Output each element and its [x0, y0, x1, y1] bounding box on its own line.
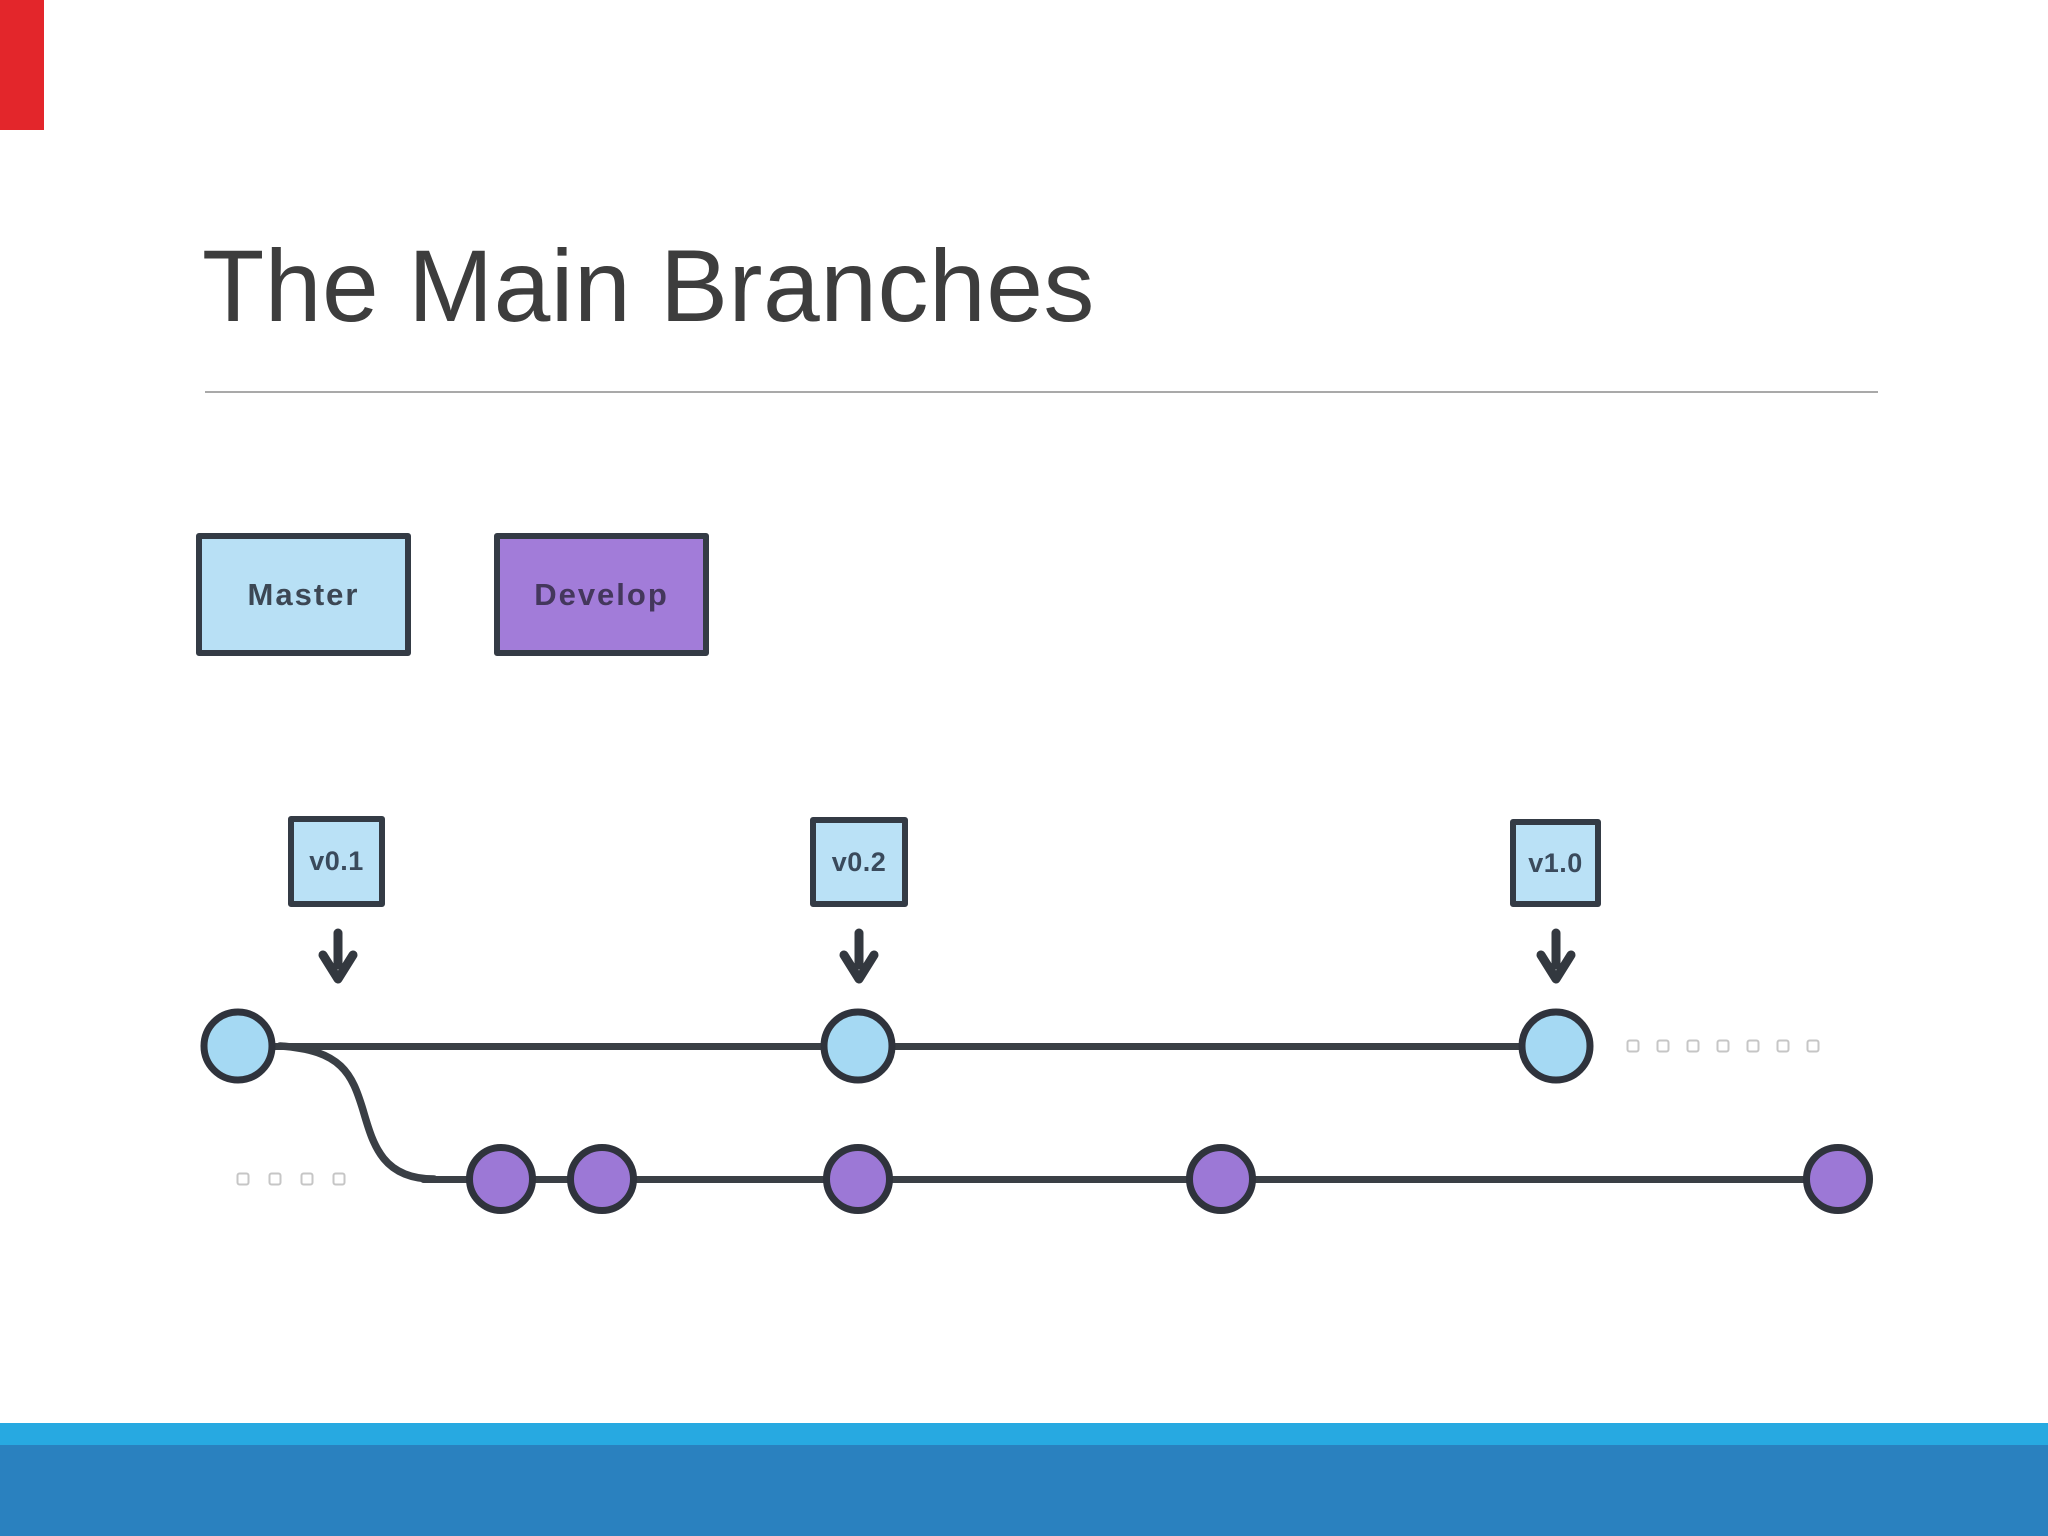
title-divider: [205, 391, 1878, 393]
legend-master-box: Master: [196, 533, 411, 656]
version-tag-v10: v1.0: [1510, 819, 1601, 907]
develop-leading-dot: [332, 1172, 346, 1186]
master-trailing-dot: [1716, 1039, 1730, 1053]
master-commit-node: [200, 1008, 276, 1084]
footer-band: [0, 1445, 2048, 1536]
develop-commit-node: [1803, 1144, 1873, 1214]
down-arrow-icon: [839, 928, 879, 984]
version-tag-v02-label: v0.2: [831, 846, 887, 877]
develop-leading-dot: [268, 1172, 282, 1186]
version-tag-v01: v0.1: [288, 816, 385, 907]
footer-accent-strip: [0, 1423, 2048, 1445]
legend-develop-label: Develop: [534, 576, 669, 612]
legend-develop-box: Develop: [494, 533, 709, 656]
branch-curve: [276, 1042, 438, 1183]
develop-line: [420, 1175, 1838, 1183]
master-commit-node: [820, 1008, 896, 1084]
version-tag-v10-label: v1.0: [1528, 847, 1583, 878]
master-commit-node: [1518, 1008, 1594, 1084]
red-accent-bar: [0, 0, 44, 130]
master-line: [238, 1042, 1556, 1050]
develop-commit-node: [1186, 1144, 1256, 1214]
develop-leading-dot: [236, 1172, 250, 1186]
master-trailing-dot: [1656, 1039, 1670, 1053]
develop-commit-node: [823, 1144, 893, 1214]
develop-commit-node: [466, 1144, 536, 1214]
slide-title: The Main Branches: [202, 229, 1095, 343]
master-trailing-dot: [1626, 1039, 1640, 1053]
version-tag-v01-label: v0.1: [309, 846, 364, 876]
develop-leading-dot: [300, 1172, 314, 1186]
down-arrow-icon: [318, 928, 358, 984]
down-arrow-icon: [1536, 928, 1576, 984]
master-trailing-dot: [1806, 1039, 1820, 1053]
master-trailing-dot: [1776, 1039, 1790, 1053]
version-tag-v02: v0.2: [810, 817, 908, 907]
master-trailing-dot: [1686, 1039, 1700, 1053]
master-trailing-dot: [1746, 1039, 1760, 1053]
legend-master-label: Master: [247, 576, 360, 612]
develop-commit-node: [567, 1144, 637, 1214]
